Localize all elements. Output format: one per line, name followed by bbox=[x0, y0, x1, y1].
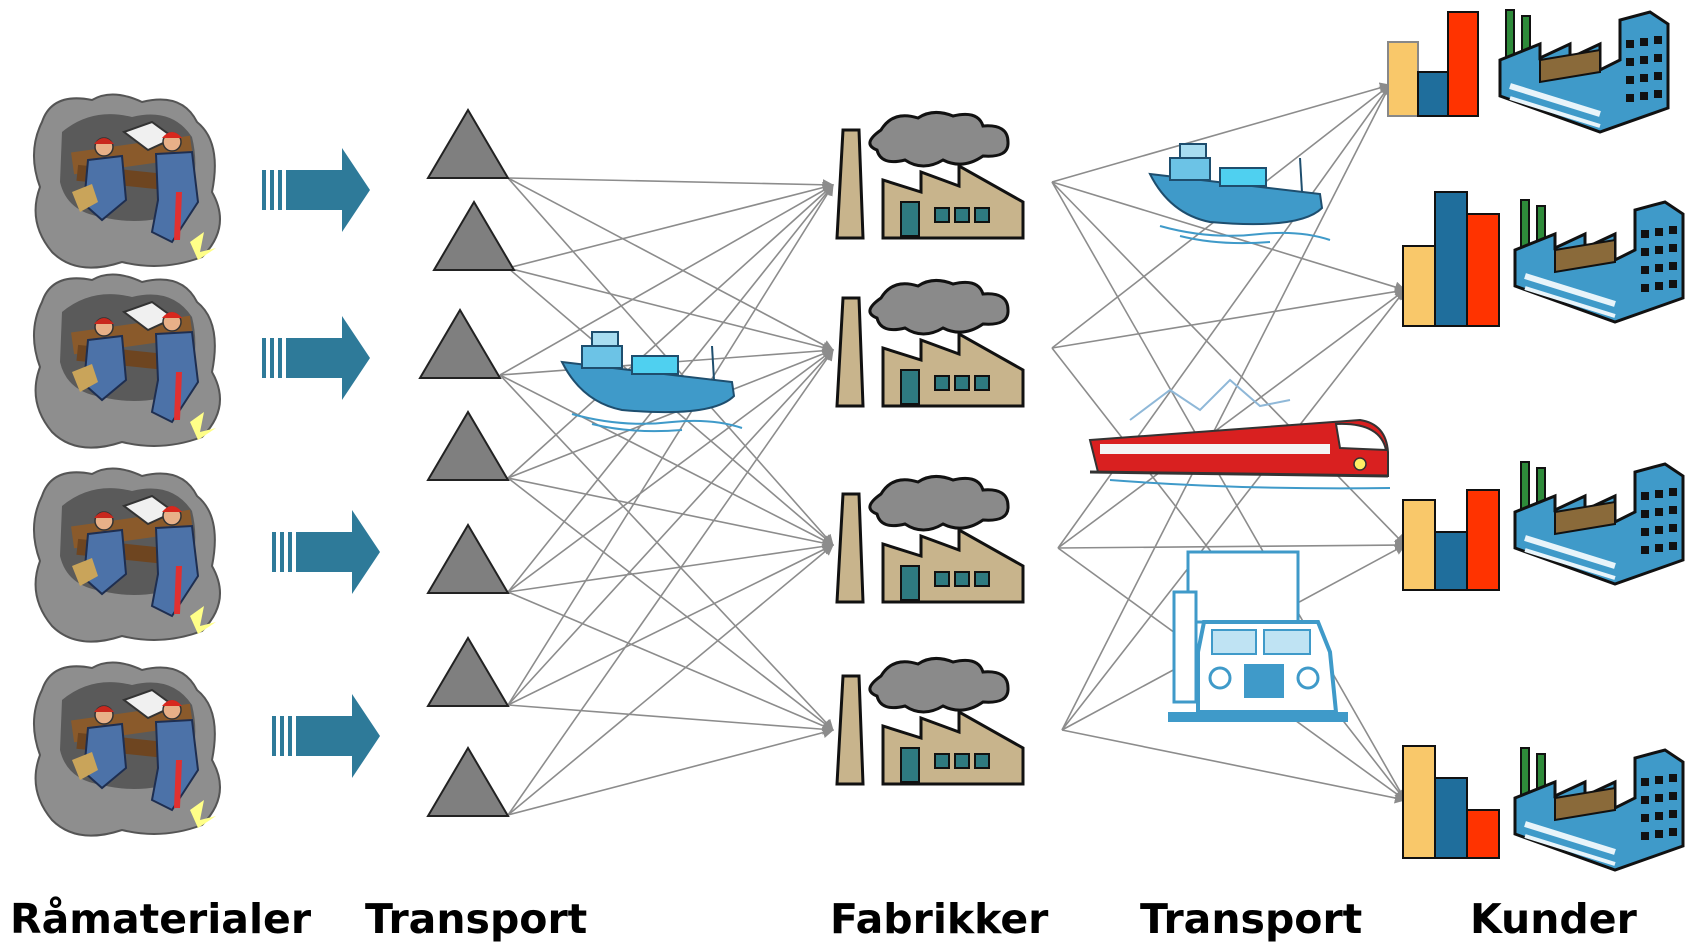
label-customers: Kunder bbox=[1470, 895, 1637, 943]
bar-chart-icon bbox=[1402, 745, 1500, 859]
ship-icon bbox=[1149, 143, 1331, 245]
triangle-icon bbox=[427, 747, 509, 817]
miners-icon bbox=[32, 273, 221, 449]
triangle-icon bbox=[427, 637, 509, 707]
ship-icon bbox=[561, 331, 743, 433]
label-factories: Fabrikker bbox=[830, 895, 1049, 943]
customer-4 bbox=[1402, 745, 1683, 870]
links-depots-to-factories bbox=[499, 177, 835, 816]
raw-materials-column bbox=[32, 93, 221, 837]
miners-icon bbox=[32, 661, 221, 837]
customer-building-icon bbox=[1500, 10, 1668, 132]
block-arrow-icon bbox=[262, 148, 370, 232]
triangle-icon bbox=[427, 411, 509, 481]
block-arrow-icon bbox=[272, 694, 380, 778]
factories-column bbox=[835, 110, 1025, 786]
factory-icon bbox=[835, 110, 1025, 240]
triangle-icon bbox=[433, 201, 515, 271]
block-arrow-icon bbox=[272, 510, 380, 594]
triangle-icon bbox=[419, 309, 501, 379]
customer-2 bbox=[1402, 191, 1683, 327]
label-transport-1: Transport bbox=[365, 895, 588, 943]
customer-1 bbox=[1387, 10, 1668, 132]
customer-building-icon bbox=[1515, 200, 1683, 322]
triangle-icon bbox=[427, 524, 509, 594]
label-transport-2: Transport bbox=[1140, 895, 1363, 943]
customer-3 bbox=[1402, 462, 1683, 591]
train-icon bbox=[1088, 378, 1391, 490]
bar-chart-icon bbox=[1402, 489, 1500, 591]
miners-icon bbox=[32, 93, 221, 269]
label-raw-materials: Råmaterialer bbox=[10, 895, 312, 943]
block-arrow-icon bbox=[262, 316, 370, 400]
bar-chart-icon bbox=[1387, 11, 1479, 117]
customer-building-icon bbox=[1515, 748, 1683, 870]
factory-icon bbox=[835, 278, 1025, 408]
arrows-column bbox=[262, 148, 380, 778]
triangle-icon bbox=[427, 109, 509, 179]
customers-column bbox=[1387, 10, 1683, 870]
customer-building-icon bbox=[1515, 462, 1683, 584]
bar-chart-icon bbox=[1402, 191, 1500, 327]
factory-icon bbox=[835, 474, 1025, 604]
transport-depots-column bbox=[419, 109, 515, 817]
factory-icon bbox=[835, 656, 1025, 786]
miners-icon bbox=[32, 467, 221, 643]
truck-icon bbox=[1168, 550, 1348, 722]
